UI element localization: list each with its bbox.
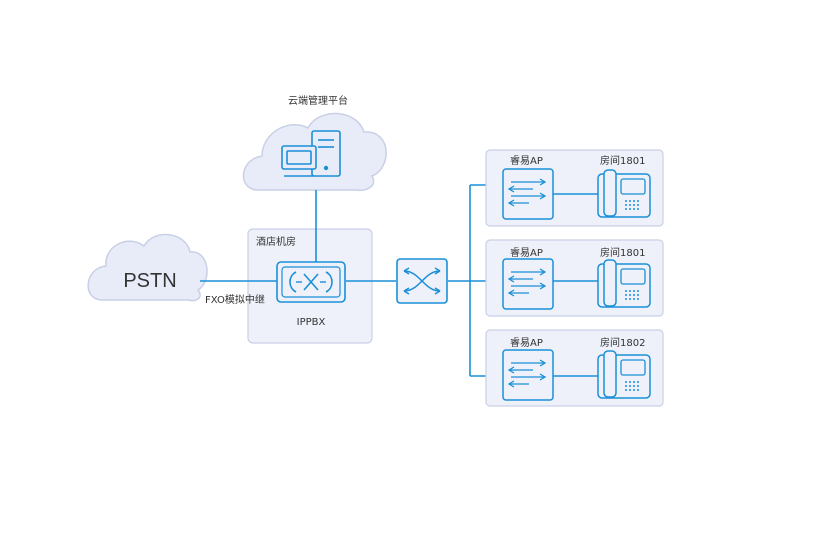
ap-label: 睿易AP [510, 246, 543, 259]
room-panel-3: 睿易AP 房间1802 [485, 329, 664, 407]
connection-lines [200, 184, 503, 377]
pstn-cloud [87, 233, 208, 302]
telephone-icon [597, 169, 651, 218]
room-label: 房间1801 [600, 154, 645, 167]
room-label: 房间1802 [600, 336, 645, 349]
server-computer-icon [281, 130, 341, 177]
room-panel-2: 睿易AP 房间1801 [485, 239, 664, 317]
ap-label: 睿易AP [510, 154, 543, 167]
hotel-room-label: 酒店机房 [256, 235, 296, 248]
ippbx-label: IPPBX [297, 317, 326, 328]
ap-icon [502, 168, 554, 220]
ippbx-icon [276, 261, 346, 303]
cloud-platform-label: 云端管理平台 [288, 94, 348, 107]
ap-icon [502, 258, 554, 310]
room-panel-1: 睿易AP 房间1801 [485, 149, 664, 227]
trunk-label: FXO模拟中继 [205, 293, 265, 306]
telephone-icon [597, 259, 651, 308]
telephone-icon [597, 350, 651, 399]
ap-icon [502, 349, 554, 401]
ap-label: 睿易AP [510, 336, 543, 349]
room-label: 房间1801 [600, 246, 645, 259]
pstn-label: PSTN [123, 270, 176, 292]
switch-icon [396, 258, 448, 304]
